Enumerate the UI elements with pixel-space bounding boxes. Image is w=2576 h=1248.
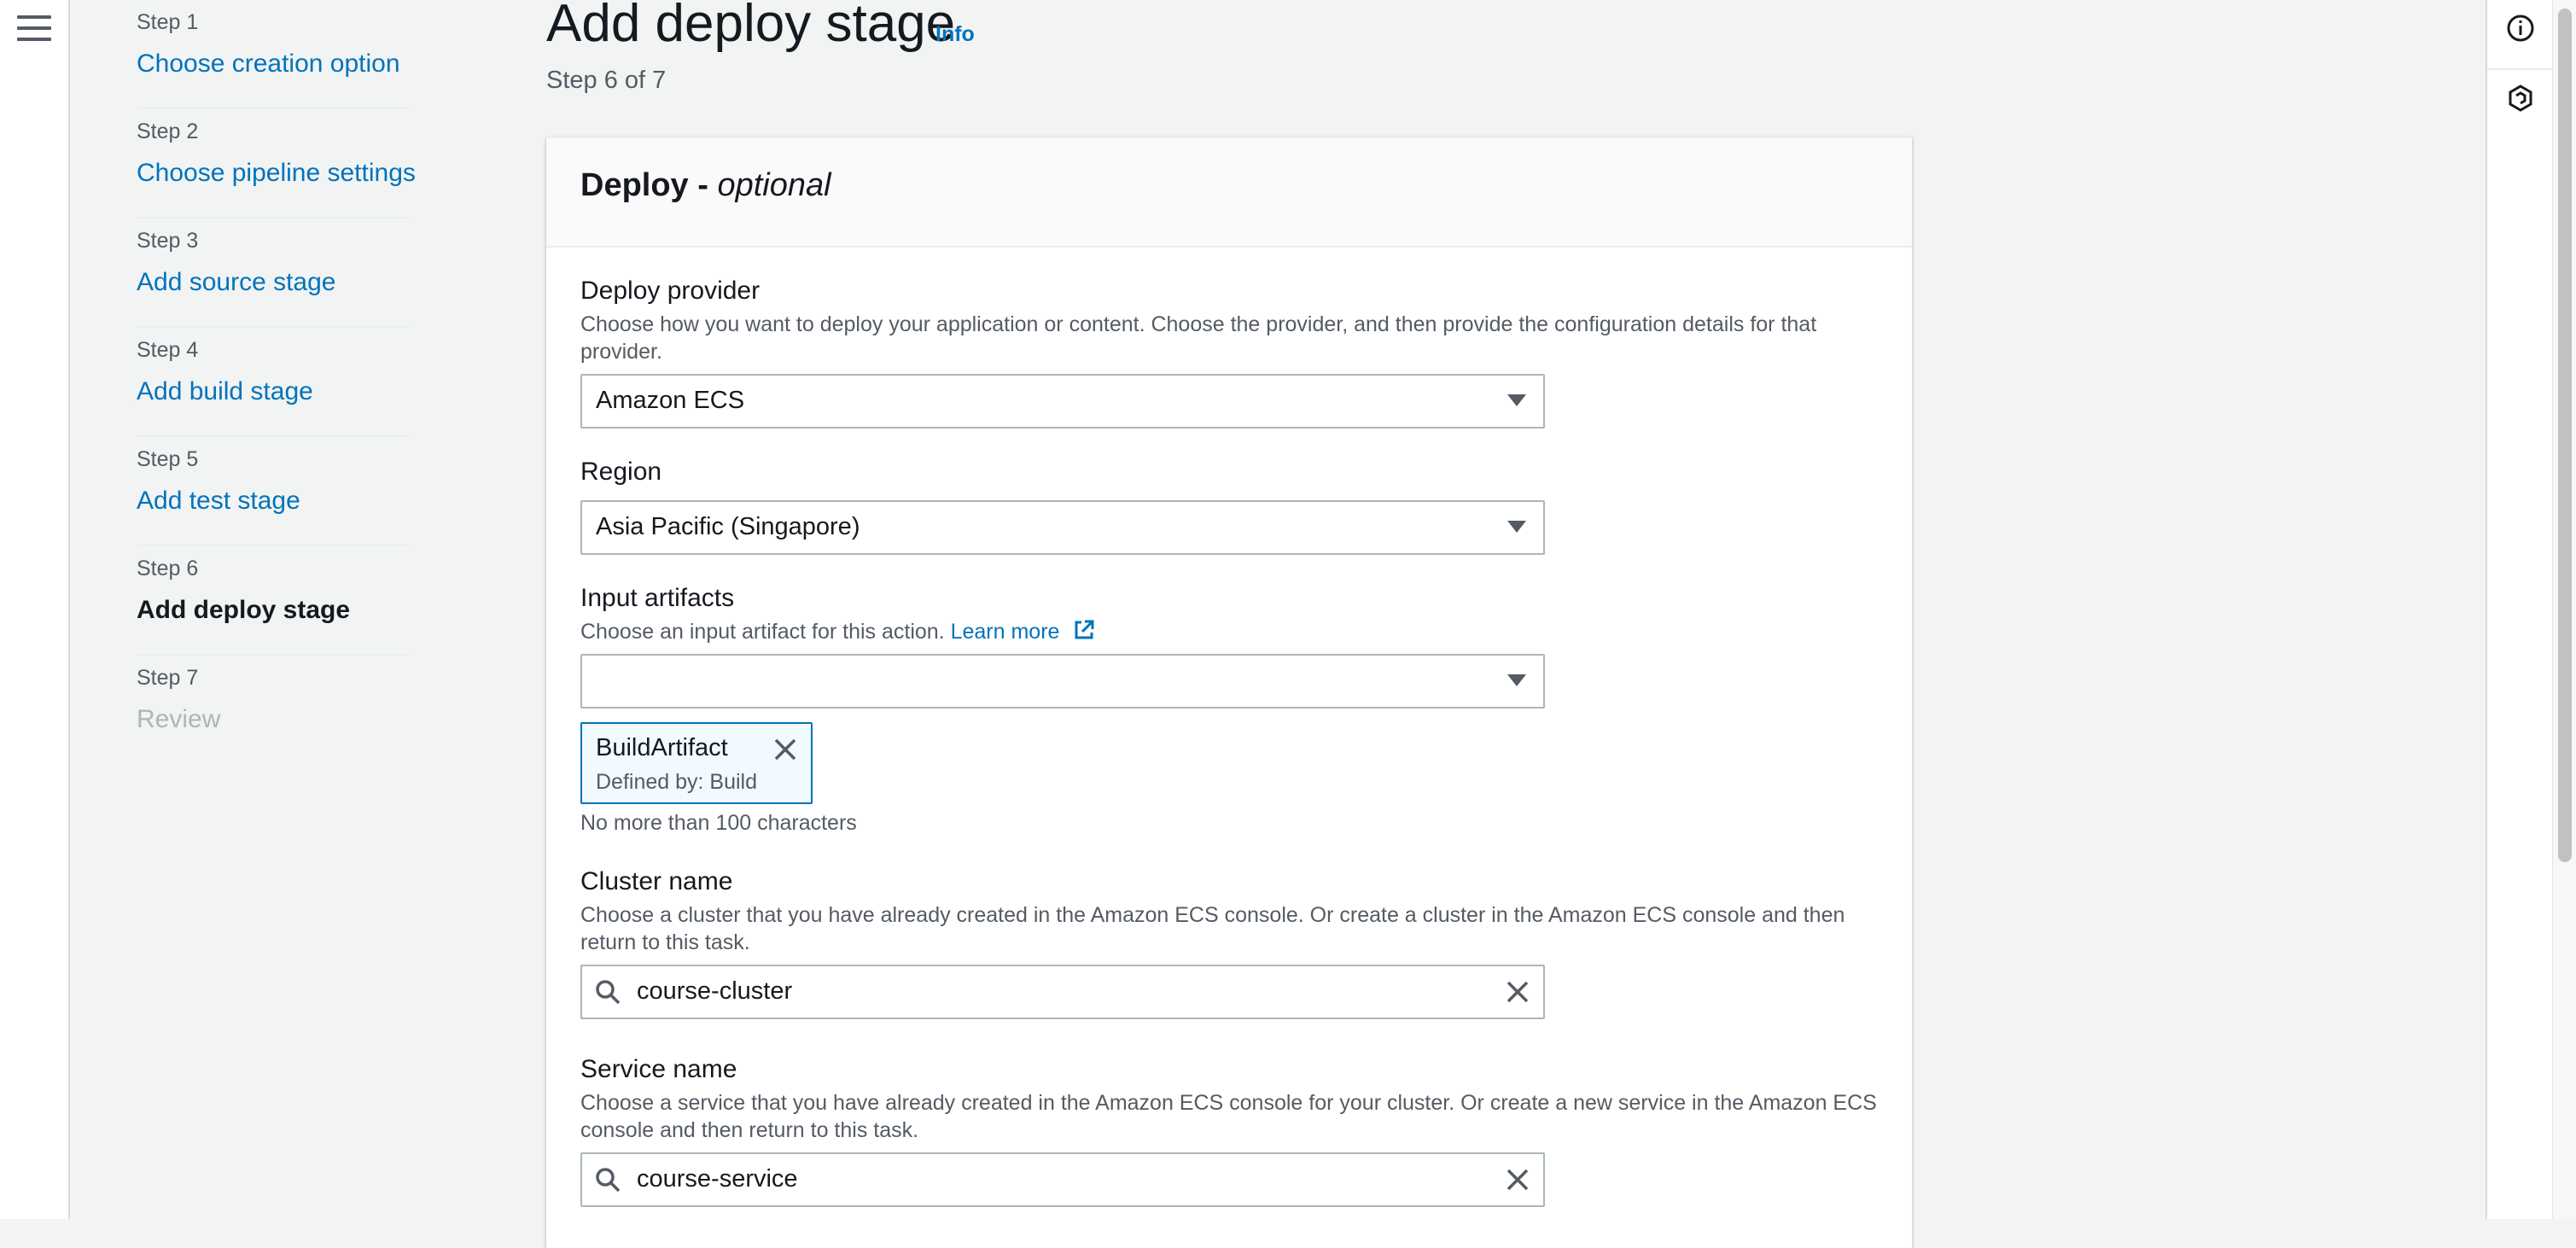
right-utility-rail	[2486, 0, 2552, 1219]
step-number: Step 6	[137, 557, 199, 580]
step-number: Step 4	[137, 338, 199, 362]
nav-link-add-test-stage[interactable]: Add test stage	[137, 487, 300, 515]
deploy-provider-description: Choose how you want to deploy your appli…	[580, 312, 1817, 364]
close-icon[interactable]	[1504, 1166, 1531, 1193]
input-artifacts-description-row: Choose an input artifact for this action…	[580, 618, 1895, 645]
search-icon	[596, 980, 621, 1005]
service-name-label: Service name	[580, 1055, 737, 1083]
panel-title: Deploy - optional	[580, 167, 831, 204]
panel-header: Deploy - optional	[546, 138, 1912, 248]
learn-more-link[interactable]: Learn more	[950, 620, 1060, 644]
nav-step-2: Step 2 Choose pipeline settings	[137, 109, 416, 219]
nav-step-6: Step 6 Add deploy stage	[137, 546, 410, 656]
deploy-provider-label: Deploy provider	[580, 277, 761, 305]
nav-step-1: Step 1 Choose creation option	[137, 0, 410, 109]
region-select[interactable]: Asia Pacific (Singapore)	[580, 500, 1545, 555]
step-number: Step 2	[137, 120, 199, 143]
caret-down-icon	[1507, 521, 1526, 533]
artifact-token-defined-by: Defined by: Build	[596, 770, 758, 794]
input-artifacts-description: Choose an input artifact for this action…	[580, 620, 945, 644]
step-number: Step 7	[137, 666, 199, 690]
caret-down-icon	[1507, 394, 1526, 406]
service-name-value: course-service	[637, 1165, 798, 1193]
cluster-name-description: Choose a cluster that you have already c…	[580, 903, 1845, 954]
deploy-provider-value: Amazon ECS	[596, 387, 745, 414]
nav-step-5: Step 5 Add test stage	[137, 437, 410, 546]
nav-step-4: Step 4 Add build stage	[137, 328, 410, 437]
input-artifacts-label: Input artifacts	[580, 584, 735, 612]
nav-link-add-build-stage[interactable]: Add build stage	[137, 377, 313, 405]
panel-title-optional: optional	[717, 167, 831, 203]
nav-step-3: Step 3 Add source stage	[137, 219, 410, 328]
step-number: Step 3	[137, 229, 199, 253]
close-icon[interactable]	[1504, 978, 1531, 1006]
artifact-token-name: BuildArtifact	[596, 734, 728, 761]
hexagon-settings-icon[interactable]	[2506, 84, 2535, 113]
nav-link-add-source-stage[interactable]: Add source stage	[137, 268, 336, 296]
nav-current-add-deploy-stage: Add deploy stage	[137, 596, 351, 624]
deploy-provider-select[interactable]: Amazon ECS	[580, 374, 1545, 429]
caret-down-icon	[1507, 674, 1526, 686]
info-link[interactable]: Info	[935, 22, 975, 46]
step-indicator: Step 6 of 7	[546, 67, 667, 94]
input-artifacts-select[interactable]	[580, 654, 1545, 709]
left-rail	[0, 0, 70, 1219]
page-title: Add deploy stage	[546, 0, 956, 53]
info-circle-icon[interactable]	[2506, 14, 2535, 43]
nav-link-choose-pipeline-settings[interactable]: Choose pipeline settings	[137, 159, 416, 187]
service-name-input[interactable]: course-service	[580, 1152, 1545, 1207]
nav-link-choose-creation-option[interactable]: Choose creation option	[137, 50, 400, 78]
step-number: Step 5	[137, 447, 199, 471]
region-label: Region	[580, 458, 662, 486]
service-name-description: Choose a service that you have already c…	[580, 1091, 1877, 1142]
nav-step-7: Step 7 Review	[137, 656, 410, 763]
page-scrollbar[interactable]	[2552, 0, 2576, 1219]
search-icon	[596, 1168, 621, 1193]
cluster-name-input[interactable]: course-cluster	[580, 965, 1545, 1019]
cluster-name-label: Cluster name	[580, 867, 733, 895]
hamburger-menu-icon[interactable]	[17, 15, 51, 44]
panel-title-text: Deploy -	[580, 167, 708, 203]
artifact-token: BuildArtifact Defined by: Build	[580, 722, 813, 804]
cluster-name-value: course-cluster	[637, 977, 793, 1005]
artifact-constraint-text: No more than 100 characters	[580, 811, 857, 835]
wizard-navigation: Step 1 Choose creation option Step 2 Cho…	[137, 0, 416, 763]
close-icon[interactable]	[772, 736, 799, 763]
nav-link-review: Review	[137, 705, 221, 733]
external-link-icon[interactable]	[1072, 618, 1096, 642]
deploy-panel: Deploy - optional Deploy provider Choose…	[546, 137, 1912, 1248]
rail-divider	[2487, 68, 2552, 70]
step-number: Step 1	[137, 10, 199, 34]
scrollbar-thumb[interactable]	[2558, 9, 2572, 862]
region-value: Asia Pacific (Singapore)	[596, 513, 860, 540]
